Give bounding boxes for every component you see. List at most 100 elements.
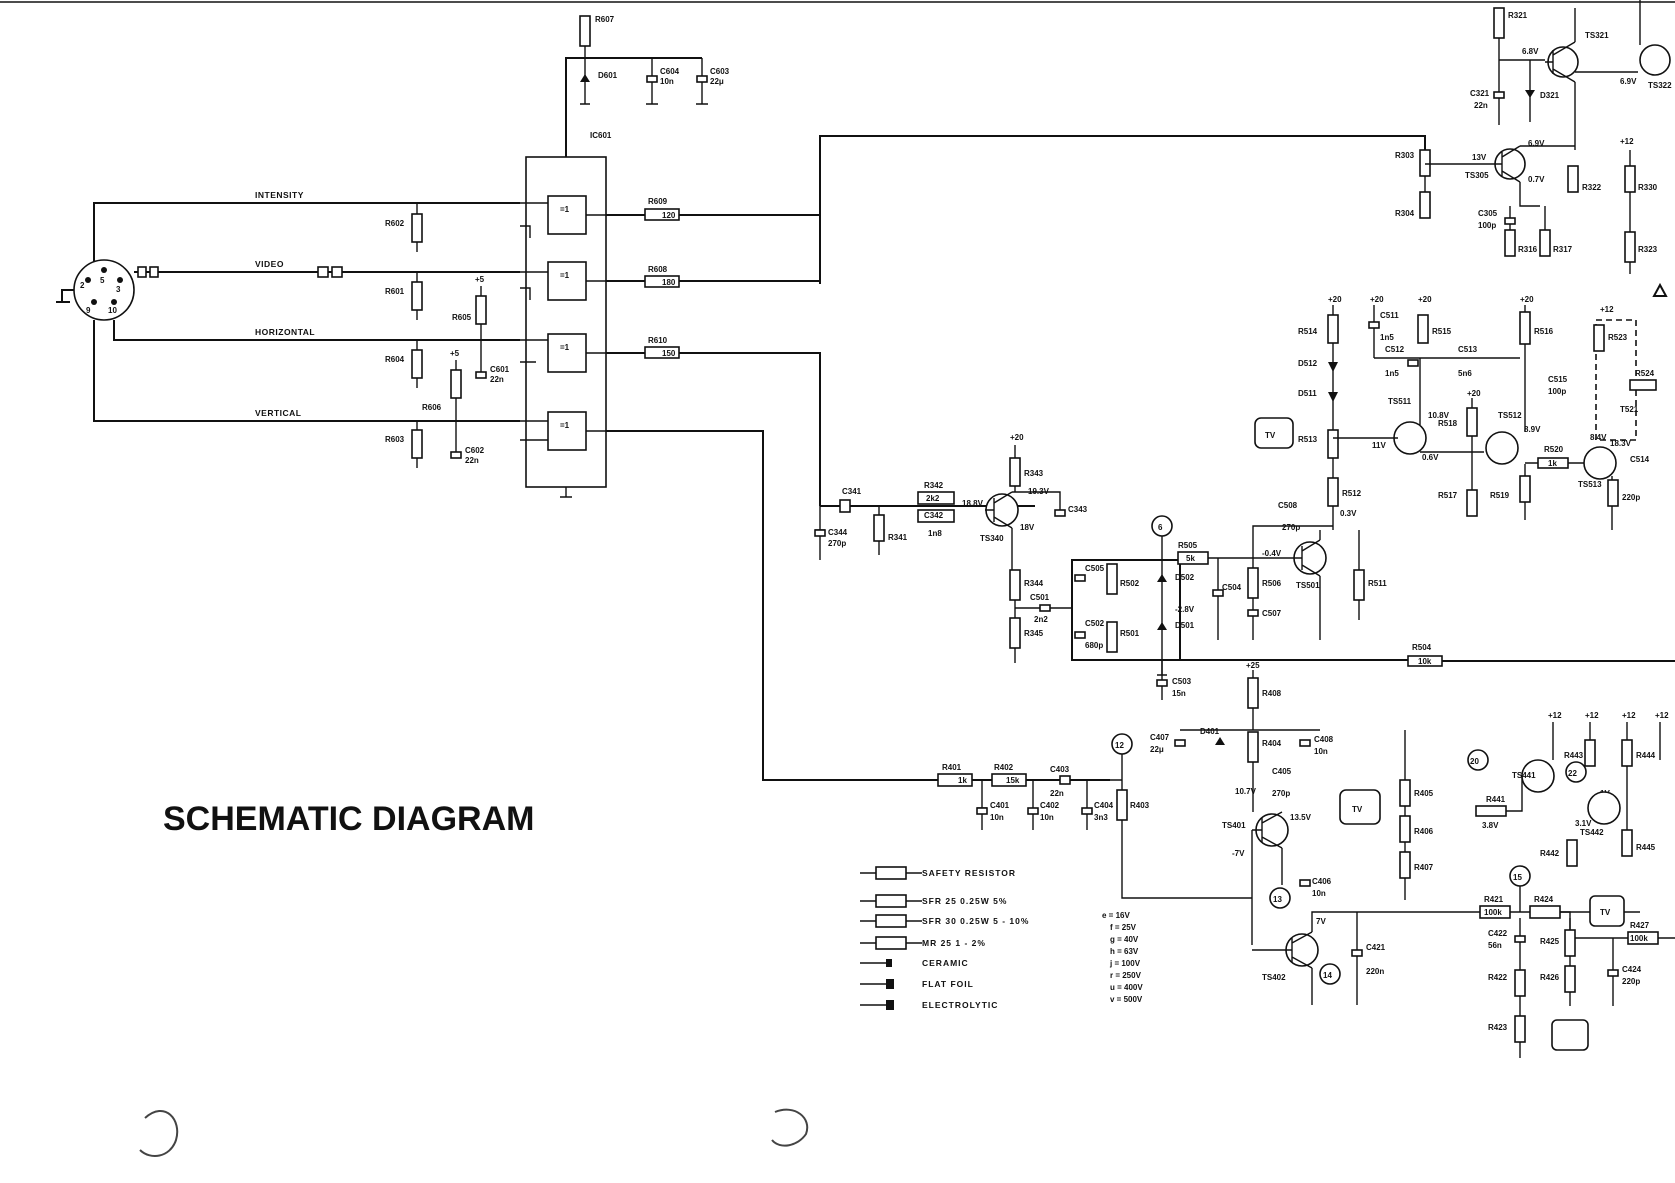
svg-text:C401: C401 [990, 801, 1010, 810]
capacitor-c603 [696, 75, 708, 83]
svg-text:270p: 270p [1282, 523, 1300, 532]
svg-text:8.4V: 8.4V [1590, 433, 1607, 442]
svg-text:R405: R405 [1414, 789, 1434, 798]
resistor-r515 [1417, 314, 1429, 344]
resistor-r523 [1593, 324, 1605, 352]
svg-text:0.6V: 0.6V [1422, 453, 1439, 462]
svg-text:R506: R506 [1262, 579, 1282, 588]
svg-text:15k: 15k [1006, 776, 1020, 785]
capacitor-c408 [1299, 739, 1311, 747]
svg-text:6: 6 [1158, 523, 1163, 532]
svg-text:R407: R407 [1414, 863, 1434, 872]
svg-text:22n: 22n [490, 375, 504, 384]
diode-d511 [1328, 392, 1338, 402]
svg-text:TS401: TS401 [1222, 821, 1246, 830]
svg-text:=1: =1 [560, 205, 570, 214]
svg-text:R344: R344 [1024, 579, 1044, 588]
svg-text:18.3V: 18.3V [1610, 439, 1632, 448]
svg-text:22μ: 22μ [1150, 745, 1164, 754]
legend-sfr30: SFR 30 0.25W 5 - 10% [860, 914, 1028, 928]
svg-text:+5: +5 [475, 275, 485, 284]
svg-text:-2.8V: -2.8V [1175, 605, 1195, 614]
svg-text:D401: D401 [1200, 727, 1220, 736]
resistor-r601: R601 [385, 272, 423, 320]
legend-mr25: MR 25 1 - 2% [860, 936, 985, 950]
svg-text:10n: 10n [1314, 747, 1328, 756]
svg-text:TS322: TS322 [1648, 81, 1672, 90]
svg-text:D601: D601 [598, 71, 618, 80]
node-20 [1467, 749, 1489, 771]
resistor-r444 [1621, 739, 1633, 767]
signal-vertical-label: VERTICAL [255, 408, 302, 418]
resistor-r522 [1607, 479, 1619, 507]
svg-text:2: 2 [80, 281, 85, 290]
svg-text:0.3V: 0.3V [1340, 509, 1357, 518]
svg-text:R427: R427 [1630, 921, 1650, 930]
resistor-r513 [1327, 429, 1339, 459]
svg-text:6.9V: 6.9V [1528, 139, 1545, 148]
resistor-r511 [1353, 569, 1365, 601]
diode-d601 [580, 74, 590, 82]
svg-text:10n: 10n [660, 77, 674, 86]
svg-text:-7V: -7V [1232, 849, 1245, 858]
svg-text:D501: D501 [1175, 621, 1195, 630]
capacitor-c502 [1074, 631, 1086, 639]
svg-text:+25: +25 [1246, 661, 1260, 670]
svg-text:22n: 22n [1474, 101, 1488, 110]
resistor-r342 [917, 491, 955, 505]
capacitor-c341 [839, 499, 851, 513]
diode-d512 [1328, 362, 1338, 372]
svg-text:R422: R422 [1488, 973, 1508, 982]
svg-text:C601: C601 [490, 365, 510, 374]
svg-text:C513: C513 [1458, 345, 1478, 354]
svg-text:R502: R502 [1120, 579, 1140, 588]
ic-supply: R607 D601 C604 10n C603 22μ [565, 15, 730, 157]
resistor-r517 [1466, 489, 1478, 517]
svg-text:u = 400V: u = 400V [1110, 983, 1143, 992]
svg-text:C406: C406 [1312, 877, 1332, 886]
svg-text:TS402: TS402 [1262, 973, 1286, 982]
resistor-r524 [1629, 379, 1657, 391]
capacitor-c601: C601 22n [475, 340, 510, 384]
tv-badge-2 [1339, 789, 1381, 825]
xor-gate-4 [547, 411, 587, 451]
svg-text:R523: R523 [1608, 333, 1628, 342]
resistor-r610 [644, 346, 680, 359]
node-13 [1269, 887, 1291, 909]
svg-text:CERAMIC: CERAMIC [922, 958, 969, 968]
capacitor-c321 [1493, 91, 1505, 99]
svg-text:+12: +12 [1585, 711, 1599, 720]
svg-text:R516: R516 [1534, 327, 1554, 336]
svg-text:R402: R402 [994, 763, 1014, 772]
svg-text:R513: R513 [1298, 435, 1318, 444]
legend-sfr25: SFR 25 0.25W 5% [860, 894, 1006, 908]
resistor-r506 [1247, 567, 1259, 599]
svg-text:3.1V: 3.1V [1575, 819, 1592, 828]
resistor-r518 [1466, 407, 1478, 437]
svg-text:C424: C424 [1622, 965, 1642, 974]
svg-text:18.8V: 18.8V [962, 499, 984, 508]
svg-text:+12: +12 [1655, 711, 1669, 720]
xor-gate-3 [547, 333, 587, 373]
svg-text:R401: R401 [942, 763, 962, 772]
svg-text:6.9V: 6.9V [1620, 77, 1637, 86]
svg-text:22n: 22n [465, 456, 479, 465]
svg-text:R341: R341 [888, 533, 908, 542]
svg-text:R606: R606 [422, 403, 442, 412]
resistor-r407 [1399, 851, 1411, 879]
svg-text:100k: 100k [1484, 908, 1502, 917]
svg-text:13: 13 [1273, 895, 1282, 904]
svg-text:22: 22 [1568, 769, 1577, 778]
svg-text:R425: R425 [1540, 937, 1560, 946]
capacitor-c402 [1027, 807, 1039, 815]
svg-text:C604: C604 [660, 67, 680, 76]
svg-text:180: 180 [662, 278, 676, 287]
svg-text:C408: C408 [1314, 735, 1334, 744]
capacitor-c604 [646, 75, 658, 83]
capacitor-c421 [1351, 949, 1363, 957]
tv-badge-4 [1551, 1019, 1589, 1051]
xor-gate-2 [547, 261, 587, 301]
resistor-r609 [644, 208, 680, 221]
svg-text:270p: 270p [1272, 789, 1290, 798]
svg-text:2k2: 2k2 [926, 494, 940, 503]
